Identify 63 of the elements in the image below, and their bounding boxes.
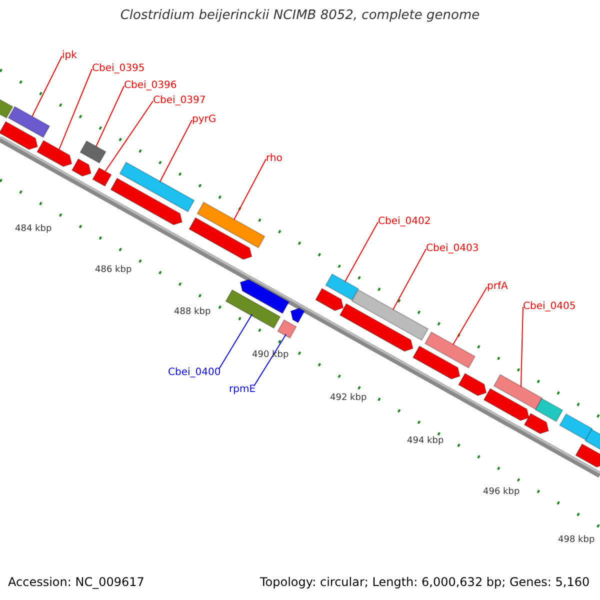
leader-line: [233, 158, 266, 220]
gene-feature: [80, 140, 106, 164]
gene-feature: [424, 331, 476, 369]
gene-label: pyrG: [192, 114, 216, 126]
leader-line: [344, 222, 378, 282]
gene-feature: [575, 443, 600, 468]
gene-label: Cbei_0397: [153, 95, 206, 107]
leader-line: [104, 100, 154, 172]
leader-line: [520, 306, 524, 388]
leader-line: [159, 120, 192, 182]
gene-feature: [188, 217, 252, 260]
leader-line: [452, 286, 488, 346]
leader-line: [31, 56, 62, 118]
scale-label: 490 kbp: [252, 349, 289, 361]
footer-note: Topology: circular; Length: 6,000,632 bp; Genes: 5,160: [260, 575, 590, 589]
scale-label: 484 kbp: [15, 223, 52, 235]
scale-label: 488 kbp: [174, 306, 211, 318]
gene-feature: [0, 120, 38, 150]
gene-feature: [559, 413, 593, 441]
gene-label: Cbei_0395: [92, 63, 145, 75]
gene-label: rpmE: [229, 384, 256, 396]
gene-feature: [8, 106, 50, 138]
gene-label: prfA: [487, 281, 508, 293]
gene-label: Cbei_0405: [523, 301, 576, 313]
title: Clostridium beijerinckii NCIMB 8052, complete genome: [119, 8, 481, 24]
gene-feature: [524, 412, 550, 434]
gene-feature: [36, 140, 72, 168]
gene-feature: [584, 428, 600, 452]
leader-line: [392, 248, 426, 310]
gene-feature: [240, 279, 290, 314]
gene-feature: [412, 345, 460, 380]
gene-feature: [225, 289, 281, 329]
scale-label: 486 kbp: [95, 264, 132, 276]
leader-line: [95, 86, 124, 148]
gene-feature: [483, 388, 530, 422]
gene-feature: [351, 289, 429, 341]
leader-line: [254, 334, 287, 386]
gene-label: Cbei_0396: [124, 80, 177, 92]
scale-label: 492 kbp: [330, 392, 367, 404]
gene-feature: [325, 273, 359, 301]
gene-feature: [458, 372, 487, 396]
gene-label: Cbei_0403: [426, 243, 479, 255]
gene-label: ipk: [62, 50, 77, 62]
gene-feature: [71, 158, 92, 177]
gene-label: Cbei_0402: [378, 216, 431, 228]
gene-label: Cbei_0400: [168, 367, 221, 379]
gene-label: rho: [266, 153, 282, 165]
scale-label: 496 kbp: [483, 486, 520, 498]
gene-feature: [493, 374, 543, 410]
gene-feature: [119, 162, 195, 212]
leader-line: [218, 314, 253, 370]
gene-feature: [314, 288, 344, 312]
gene-feature: [277, 319, 297, 339]
footer-note: Accession: NC_009617: [8, 575, 144, 589]
scale-label: 498 kbp: [558, 534, 595, 546]
scale-label: 494 kbp: [407, 435, 444, 447]
gene-feature: [196, 202, 266, 248]
gene-feature: [290, 308, 306, 324]
leader-line: [58, 68, 92, 150]
gene-feature: [92, 167, 112, 187]
gene-feature: [110, 178, 183, 226]
gene-feature: [339, 303, 414, 352]
gene-feature: [534, 398, 564, 422]
